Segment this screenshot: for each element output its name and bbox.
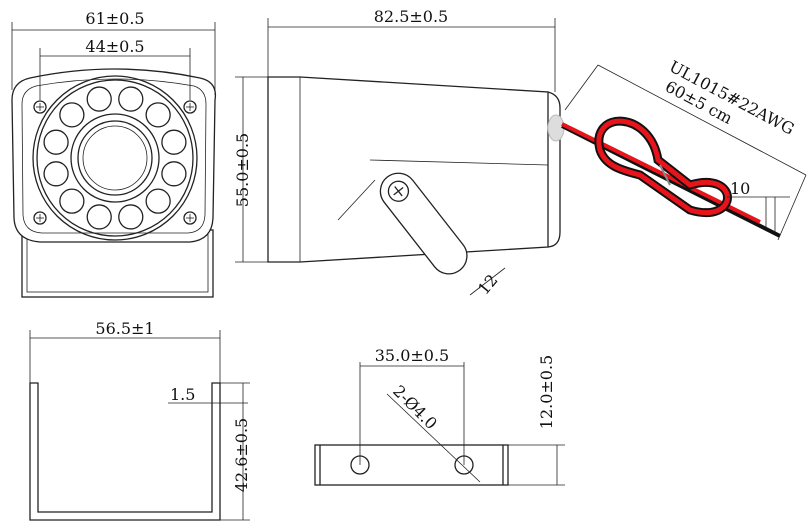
housing-side	[267, 76, 549, 263]
led	[161, 161, 187, 187]
bracket-dim: 12	[474, 271, 502, 299]
led	[161, 129, 187, 155]
led	[86, 86, 112, 112]
base-width-dim: 12.0±0.5	[537, 355, 556, 429]
side-height-dim: 55.0±0.5	[233, 133, 252, 207]
base-hole-spacing-dim: 35.0±0.5	[375, 346, 449, 365]
screws	[33, 100, 197, 225]
bracket-front-view: 56.5±1 1.5 42.6±0.5	[29, 319, 251, 521]
bracket-height-dim: 42.6±0.5	[232, 418, 251, 492]
led	[145, 188, 171, 214]
side-length-dim: 82.5±0.5	[374, 7, 448, 26]
screw-icon	[33, 211, 47, 225]
led-ring	[43, 86, 187, 230]
side-view: 82.5±0.5 55.0±0.5 12	[233, 7, 561, 299]
front-width-dim: 61±0.5	[85, 9, 144, 28]
cable: UL1015#22AWG 60±5 cm 10	[547, 57, 807, 241]
bracket-base	[314, 444, 509, 486]
bracket-thickness-dim: 1.5	[170, 385, 195, 404]
screw-icon	[183, 100, 197, 114]
front-view: 61±0.5 44±0.5	[11, 9, 217, 298]
screw-icon	[183, 211, 197, 225]
cable-strip-dim: 10	[730, 179, 750, 198]
led	[118, 86, 144, 112]
screw-icon	[33, 100, 47, 114]
housing-front	[11, 68, 217, 243]
front-hole-spacing-dim: 44±0.5	[85, 37, 144, 56]
led	[86, 204, 112, 230]
base-hole-dim: 2-Ø4.0	[389, 381, 441, 433]
led	[59, 188, 85, 214]
led	[118, 204, 144, 230]
bracket-width-dim: 56.5±1	[95, 319, 154, 338]
led	[43, 161, 69, 187]
led	[59, 102, 85, 128]
u-bracket	[29, 382, 221, 521]
bracket-base-view: 35.0±0.5 2-Ø4.0 12.0±0.5	[314, 346, 565, 486]
mount-bracket	[379, 172, 468, 275]
lens	[70, 113, 160, 203]
led	[43, 129, 69, 155]
led	[145, 102, 171, 128]
